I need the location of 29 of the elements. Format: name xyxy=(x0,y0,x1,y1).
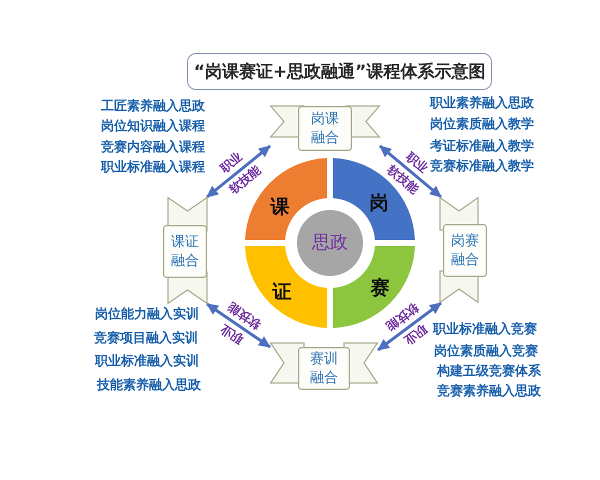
list-item: 岗位素质融入教学 xyxy=(430,116,534,134)
title: “岗课赛证+思政融通”课程体系示意图 xyxy=(187,53,492,90)
banner-label: 课证融合 xyxy=(170,232,200,270)
list-item: 岗位知识融入课程 xyxy=(101,118,205,136)
segment-label: 课 xyxy=(270,196,290,218)
list-item: 竞赛标准融入教学 xyxy=(430,158,534,176)
list-item: 工匠素养融入思政 xyxy=(101,98,205,116)
double-arrow xyxy=(377,302,442,352)
segment-label: 赛 xyxy=(370,277,390,299)
list-item: 职业标准融入实训 xyxy=(95,353,199,371)
list-item: 岗位能力融入实训 xyxy=(95,306,199,324)
list-item: 技能素养融入思政 xyxy=(97,377,201,395)
list-item: 竞赛素养融入思政 xyxy=(437,383,541,401)
banner-label: 赛训融合 xyxy=(309,350,339,388)
list-item: 考证标准融入教学 xyxy=(430,138,534,156)
list-item: 职业标准融入课程 xyxy=(101,159,205,177)
list-item: 竞赛内容融入课程 xyxy=(101,139,205,157)
list-item: 职业素养融入思政 xyxy=(430,95,534,113)
list-item: 职业标准融入竞赛 xyxy=(433,321,537,339)
banner-label: 岗赛融合 xyxy=(450,232,480,270)
list-item: 竞赛项目融入实训 xyxy=(94,330,198,348)
circle-label: 思政 xyxy=(312,232,348,254)
banner-label: 岗课融合 xyxy=(310,110,340,148)
double-arrow xyxy=(379,144,442,198)
list-item: 构建五级竞赛体系 xyxy=(437,363,541,381)
list-item: 岗位素质融入竞赛 xyxy=(434,343,538,361)
segment-label: 证 xyxy=(272,281,292,303)
double-arrow xyxy=(206,144,271,198)
double-arrow xyxy=(206,302,271,348)
